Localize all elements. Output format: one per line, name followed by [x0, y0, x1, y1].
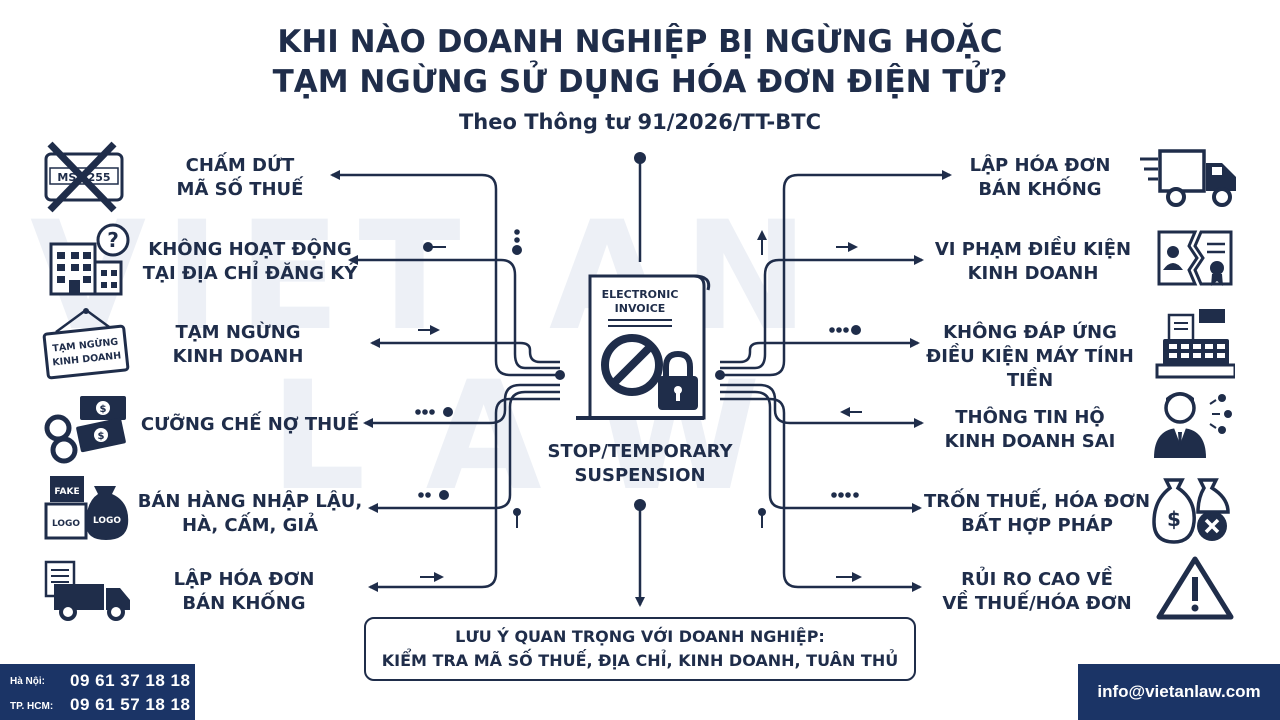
note-line2: KIỂM TRA MÃ SỐ THUẾ, ĐỊA CHỈ, KINH DOANH… [381, 651, 899, 670]
hanoi-label: Hà Nội: [10, 676, 45, 687]
svg-text:$: $ [100, 404, 107, 415]
connector-right-2 [720, 255, 924, 370]
connector-left-2 [348, 255, 560, 370]
title-line2: TẠM NGỪNG SỬ DỤNG HÓA ĐƠN ĐIỆN TỬ? [272, 64, 1008, 100]
left-label-1: CHẤM DỨT MÃ SỐ THUẾ [176, 155, 304, 200]
important-note-box: LƯU Ý QUAN TRỌNG VỚI DOANH NGHIỆP: KIỂM … [364, 617, 916, 681]
connector-right-1 [720, 170, 952, 377]
hcm-phone[interactable]: 09 61 57 18 18 [70, 695, 191, 714]
connector-left-6 [368, 397, 560, 592]
connector-left-3 [370, 338, 560, 364]
svg-text:$: $ [1167, 507, 1181, 531]
truck-document-icon [44, 560, 130, 621]
tax-code-cancelled-icon: MST 255 [44, 141, 124, 213]
hcm-label: TP. HCM: [10, 701, 54, 712]
fake-goods-icon: FAKE LOGO LOGO [44, 476, 129, 540]
title-line1: KHI NÀO DOANH NGHIỆP BỊ NGỪNG HOẶC [277, 24, 1003, 60]
svg-text:?: ? [107, 228, 119, 252]
hanging-sign-icon: TẠM NGỪNG KINH DOANH [42, 308, 130, 380]
subtitle: Theo Thông tư 91/2026/TT-BTC [458, 110, 822, 134]
center-label: STOP/TEMPORARY SUSPENSION [547, 441, 733, 486]
connector-right-4 [720, 383, 924, 428]
doc-text-line1: ELECTRONIC [602, 288, 679, 301]
phone-contact-box: Hà Nội: 09 61 37 18 18 TP. HCM: 09 61 57… [0, 664, 195, 720]
right-label-2: VI PHẠM ĐIỀU KIỆN KINH DOANH [934, 239, 1132, 284]
warning-icon [1156, 556, 1234, 620]
left-label-6: LẬP HÓA ĐƠN BÁN KHỐNG [173, 569, 315, 614]
connector-right-5 [720, 390, 922, 513]
businessman-icon [1154, 392, 1232, 458]
logo-text-1: LOGO [52, 519, 80, 529]
left-label-5: BÁN HÀNG NHẬP LẬU, HÀ, CẤM, GIẢ [137, 491, 363, 536]
delivery-truck-icon [1140, 149, 1236, 207]
hanoi-phone[interactable]: 09 61 37 18 18 [70, 671, 191, 690]
right-label-1: LẬP HÓA ĐƠN BÁN KHỐNG [969, 155, 1111, 200]
torn-certificate-icon [1157, 230, 1233, 286]
left-label-3: TẠM NGỪNG KINH DOANH [172, 322, 304, 367]
logo-text-2: LOGO [93, 516, 121, 526]
building-question-icon: ? [49, 223, 130, 296]
fake-text: FAKE [54, 487, 79, 497]
connector-left-5 [368, 390, 560, 513]
right-label-6: RỦI RO CAO VỀ VỀ THUẾ/HÓA ĐƠN [942, 569, 1132, 614]
connector-right-3 [720, 338, 920, 364]
right-label-3: KHÔNG ĐÁP ỨNG ĐIỀU KIỆN MÁY TÍNH TIỀN [926, 322, 1134, 391]
cash-register-icon [1155, 309, 1235, 379]
handcuffs-money-icon: $ $ [44, 396, 126, 464]
left-label-4: CƯỠNG CHẾ NỢ THUẾ [140, 414, 360, 435]
money-bags-icon: $ [1152, 478, 1230, 544]
connector-left-4 [363, 383, 560, 428]
email-link[interactable]: info@vietanlaw.com [1078, 664, 1280, 720]
stopped-invoice-icon: ELECTRONIC INVOICE [576, 274, 711, 420]
doc-text-line2: INVOICE [615, 302, 666, 315]
right-label-5: TRỐN THUẾ, HÓA ĐƠN BẤT HỢP PHÁP [923, 491, 1151, 536]
connector-left-1 [330, 170, 560, 377]
svg-text:$: $ [98, 431, 105, 442]
right-label-4: THÔNG TIN HỘ KINH DOANH SAI [944, 407, 1116, 452]
note-line1: LƯU Ý QUAN TRỌNG VỚI DOANH NGHIỆP: [455, 627, 825, 646]
left-label-2: KHÔNG HOẠT ĐỘNG TẠI ĐỊA CHỈ ĐĂNG KÝ [142, 239, 358, 284]
connector-right-6 [720, 397, 922, 592]
